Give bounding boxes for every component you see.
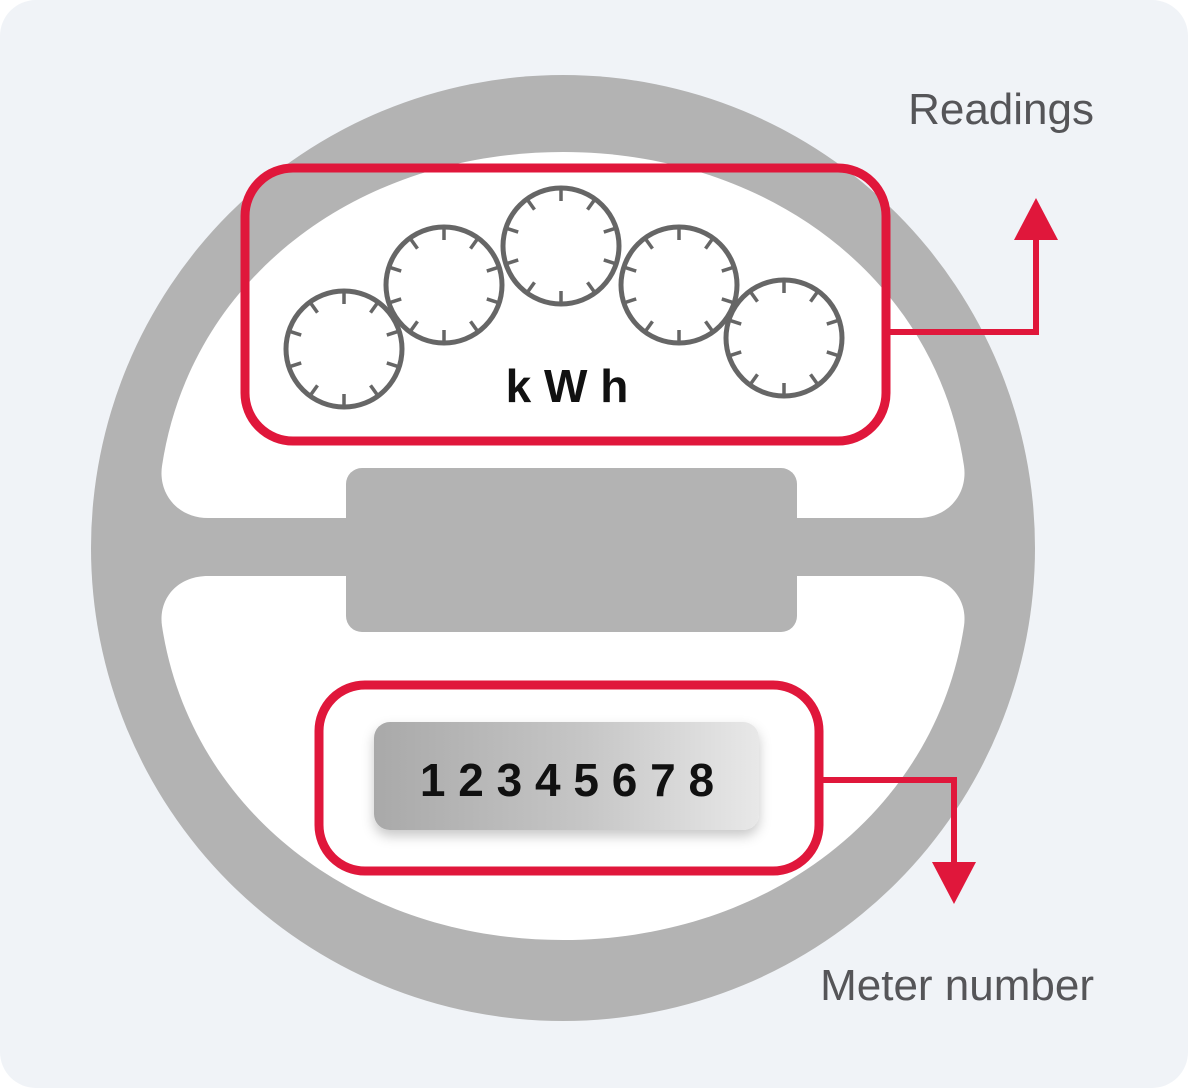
dial-tick (507, 227, 519, 234)
dial-tick (721, 297, 733, 304)
dial-tick (469, 320, 479, 332)
meter-number-connector-line (819, 777, 957, 866)
dial-tick (290, 330, 302, 337)
dial-tick (721, 266, 733, 273)
dial-tick (386, 330, 398, 337)
dial-tick (369, 384, 379, 396)
dial-tick (290, 361, 302, 368)
dial-tick (309, 384, 319, 396)
dial-2 (383, 224, 505, 346)
dial-tick (586, 281, 596, 293)
dial-tick (809, 373, 819, 385)
dial-tick (704, 238, 714, 250)
dial-tick (507, 258, 519, 265)
dial-tick (309, 302, 319, 314)
dial-3 (500, 185, 622, 307)
serial-number: 1 2 3 4 5 6 7 8 (420, 754, 714, 806)
dial-tick (809, 291, 819, 303)
dial-face (283, 288, 405, 410)
dial-face (500, 185, 622, 307)
dial-tick (486, 266, 498, 273)
dial-tick (469, 238, 479, 250)
readings-arrow-up-icon (1014, 198, 1058, 240)
dial-tick (603, 258, 615, 265)
dial-tick (409, 320, 419, 332)
meter-number-arrow-down-icon (932, 862, 976, 904)
dial-tick (625, 297, 637, 304)
dial-tick (603, 227, 615, 234)
dial-tick (826, 319, 838, 326)
meter-number-label: Meter number (820, 961, 1094, 1010)
dial-tick (369, 302, 379, 314)
dial-group (283, 185, 845, 410)
meter-center-plate (346, 468, 797, 632)
dial-1 (283, 288, 405, 410)
dial-tick (644, 238, 654, 250)
unit-label: k W h (506, 360, 629, 412)
dial-tick (644, 320, 654, 332)
readings-connector-line (886, 236, 1039, 335)
readings-highlight-box (240, 163, 891, 446)
dial-tick (826, 350, 838, 357)
dial-tick (704, 320, 714, 332)
dial-tick (749, 291, 759, 303)
dial-tick (409, 238, 419, 250)
dial-4 (618, 224, 740, 346)
dial-tick (730, 319, 742, 326)
dial-5 (723, 277, 845, 399)
meter-upper-window (161, 152, 965, 518)
dial-tick (586, 199, 596, 211)
dial-tick (526, 199, 536, 211)
dial-tick (386, 361, 398, 368)
dial-tick (390, 266, 402, 273)
dial-face (383, 224, 505, 346)
serial-number-plate (374, 722, 759, 830)
dial-tick (390, 297, 402, 304)
dial-tick (730, 350, 742, 357)
dial-face (723, 277, 845, 399)
dial-tick (526, 281, 536, 293)
dial-tick (625, 266, 637, 273)
dial-tick (486, 297, 498, 304)
readings-label: Readings (908, 85, 1094, 134)
dial-face (618, 224, 740, 346)
dial-tick (749, 373, 759, 385)
